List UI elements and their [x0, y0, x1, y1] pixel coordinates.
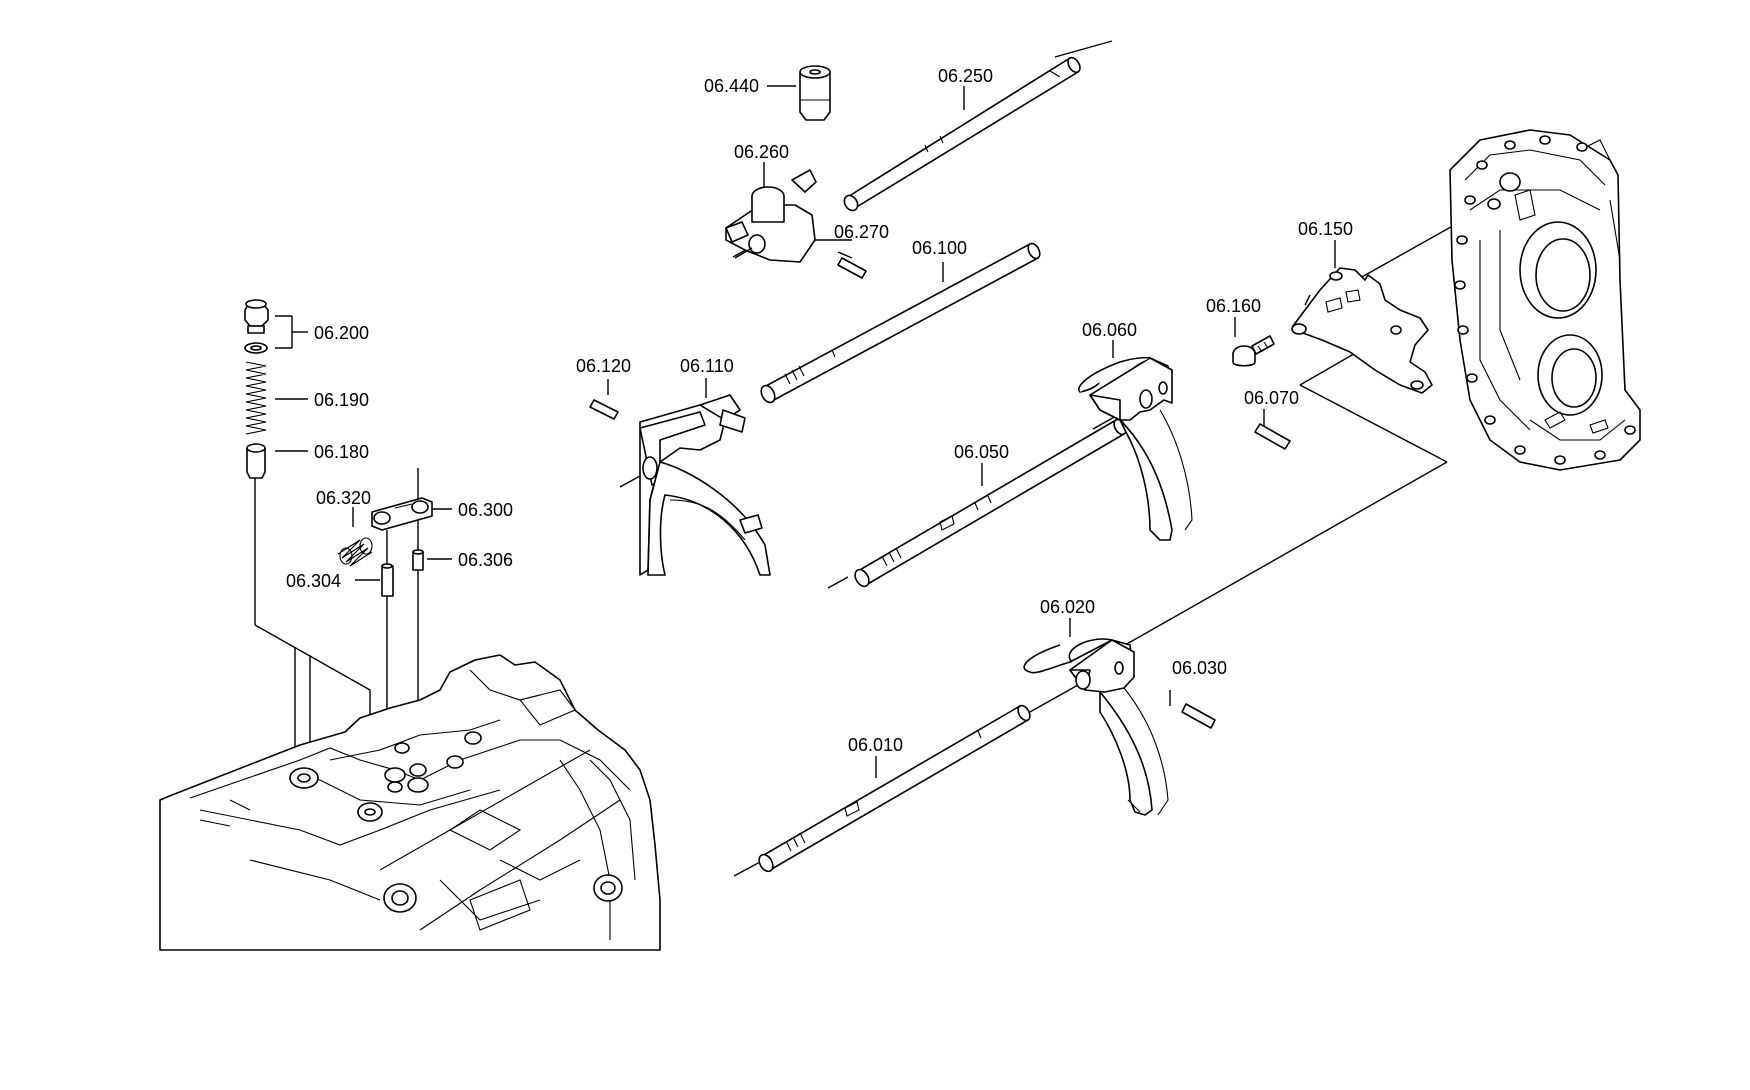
part-06-180-plunger	[246, 443, 266, 479]
label-06-160: 06.160	[1206, 296, 1261, 316]
part-06-320-spring	[337, 537, 373, 567]
label-06-304: 06.304	[286, 571, 341, 591]
part-06-304-pin	[381, 563, 394, 597]
label-06-200: 06.200	[314, 323, 369, 343]
part-06-200-plug-washer	[244, 299, 269, 354]
label-06-070: 06.070	[1244, 388, 1299, 408]
label-06-120: 06.120	[576, 356, 631, 376]
part-06-060-fork	[1078, 356, 1193, 541]
part-06-190-spring	[245, 361, 267, 435]
label-06-250: 06.250	[938, 66, 993, 86]
label-06-100: 06.100	[912, 238, 967, 258]
label-06-260: 06.260	[734, 142, 789, 162]
label-06-150: 06.150	[1298, 219, 1353, 239]
part-06-270-pin	[837, 257, 867, 279]
label-06-030: 06.030	[1172, 658, 1227, 678]
label-06-306: 06.306	[458, 550, 513, 570]
part-labels: 06.440 06.250 06.260 06.270 06.100 06.12…	[286, 66, 1353, 755]
label-06-060: 06.060	[1082, 320, 1137, 340]
label-06-010: 06.010	[848, 735, 903, 755]
label-06-300: 06.300	[458, 500, 513, 520]
part-06-050-shaft	[854, 418, 1127, 588]
part-06-020-fork	[1023, 638, 1169, 816]
part-06-110-fork	[639, 394, 771, 576]
label-06-440: 06.440	[704, 76, 759, 96]
label-06-320: 06.320	[316, 488, 371, 508]
part-06-306-pin	[412, 549, 424, 571]
part-06-300-locking-plate	[371, 497, 433, 531]
label-06-270: 06.270	[834, 222, 889, 242]
label-06-190: 06.190	[314, 390, 369, 410]
part-06-070-pin	[1254, 423, 1291, 450]
gearbox-housing-lower	[159, 654, 661, 951]
part-06-030-pin	[1181, 703, 1216, 729]
label-06-050: 06.050	[954, 442, 1009, 462]
part-06-010-shaft	[758, 704, 1031, 873]
label-06-110: 06.110	[680, 356, 734, 376]
part-06-440-plug	[799, 65, 831, 121]
part-06-250-shaft	[843, 56, 1081, 212]
part-06-120-pin	[589, 399, 619, 420]
part-06-100-shaft	[760, 242, 1041, 404]
part-06-260-selector	[725, 169, 817, 263]
part-06-150-plate	[1291, 267, 1433, 394]
gearbox-cover-right	[1449, 129, 1641, 471]
part-06-160-screw	[1232, 335, 1275, 367]
label-06-180: 06.180	[314, 442, 369, 462]
label-06-020: 06.020	[1040, 597, 1095, 617]
